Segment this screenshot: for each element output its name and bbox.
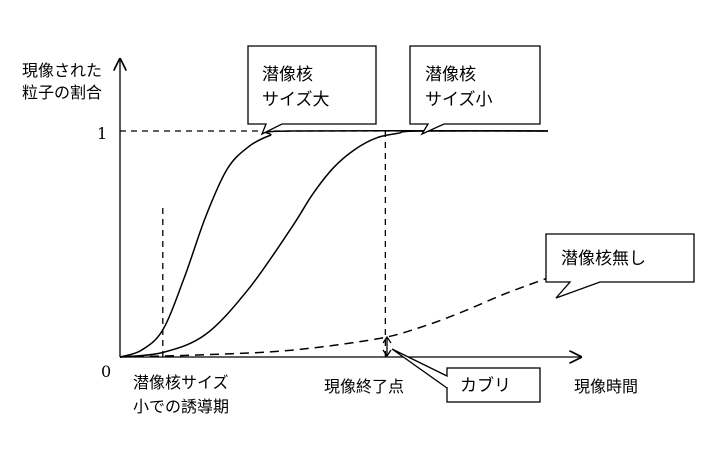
callout-no-nucleus: 潜像核無し xyxy=(545,233,695,299)
series-layer xyxy=(119,129,549,358)
y-axis-label-line1: 現像された xyxy=(22,61,102,80)
reference-lines xyxy=(120,130,548,357)
x-axis-label: 現像時間 xyxy=(574,377,638,396)
series-line-0 xyxy=(119,129,549,358)
series-line-2 xyxy=(119,277,549,358)
y-tick-label-0: 0 xyxy=(101,362,111,381)
callout-none-text: 潜像核無し xyxy=(561,249,646,269)
series-line-1 xyxy=(119,130,549,358)
callout-small-line1: 潜像核 xyxy=(425,65,476,85)
callout-fog-text: カブリ xyxy=(460,375,511,396)
induction-period-label-line2: 小での誘導期 xyxy=(133,397,229,416)
callout-small-nucleus: 潜像核 サイズ小 xyxy=(409,45,541,136)
y-tick-label-1: 1 xyxy=(97,124,107,143)
development-end-point-label: 現像終了点 xyxy=(324,377,404,396)
callout-large-line1: 潜像核 xyxy=(262,65,313,85)
induction-period-label-line1: 潜像核サイズ xyxy=(133,373,229,392)
callout-large-line2: サイズ大 xyxy=(262,90,330,110)
callout-small-line2: サイズ小 xyxy=(425,90,493,110)
y-axis-label-line2: 粒子の割合 xyxy=(22,83,102,102)
callout-fog: カブリ xyxy=(391,348,541,403)
callout-large-nucleus: 潜像核 サイズ大 xyxy=(247,45,377,136)
fog-double-arrow xyxy=(382,335,392,358)
